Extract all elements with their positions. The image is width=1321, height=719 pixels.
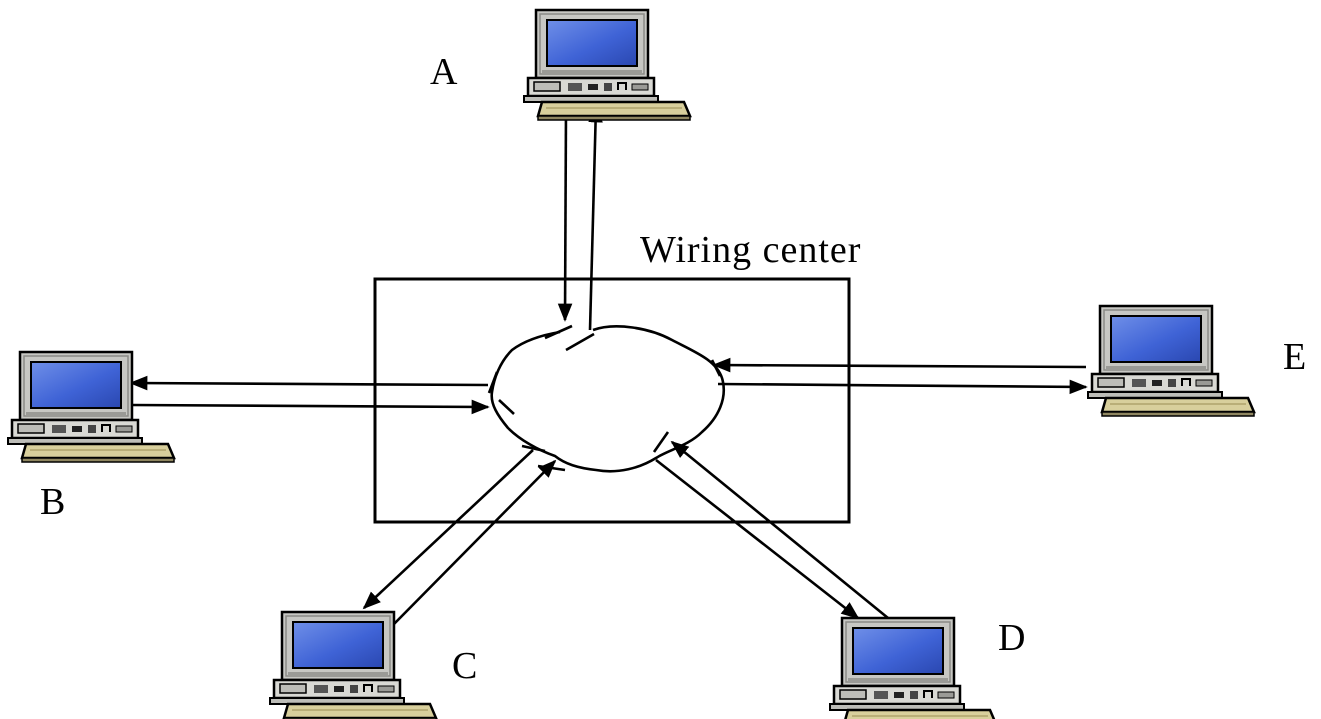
port-e-in <box>710 359 722 377</box>
link-a-up-arrow <box>588 104 603 331</box>
wiring-center-box <box>373 277 851 524</box>
node-label-b: B <box>40 481 65 523</box>
wiring-center-title: Wiring center <box>640 229 861 271</box>
link-c-in-arrow <box>393 459 557 625</box>
node-label-d: D <box>998 617 1025 659</box>
node-label-a: A <box>430 51 458 93</box>
computer-c-icon <box>268 610 438 719</box>
node-label-c: C <box>452 645 477 687</box>
link-d-out-arrow <box>655 458 860 620</box>
link-e-in-arrow <box>712 357 1087 373</box>
port-b-in <box>487 371 499 394</box>
node-label-e: E <box>1283 336 1306 378</box>
port-a-in <box>544 324 573 340</box>
link-b-out-arrow <box>129 375 489 391</box>
computer-b-icon <box>6 350 176 464</box>
port-a-out <box>565 332 595 352</box>
port-d-in <box>652 431 670 453</box>
link-a-down-arrow <box>557 107 573 322</box>
port-b-out <box>498 399 515 415</box>
computer-a-icon <box>522 8 692 122</box>
link-c-out-arrow <box>362 449 534 610</box>
hub-cloud <box>490 325 726 473</box>
link-d-in-arrow <box>670 440 889 620</box>
link-e-out-arrow <box>717 379 1088 395</box>
computer-d-icon <box>828 616 998 719</box>
computer-e-icon <box>1086 304 1256 418</box>
link-b-in-arrow <box>130 399 490 415</box>
port-c-in <box>521 444 546 453</box>
port-c-out <box>537 464 566 472</box>
